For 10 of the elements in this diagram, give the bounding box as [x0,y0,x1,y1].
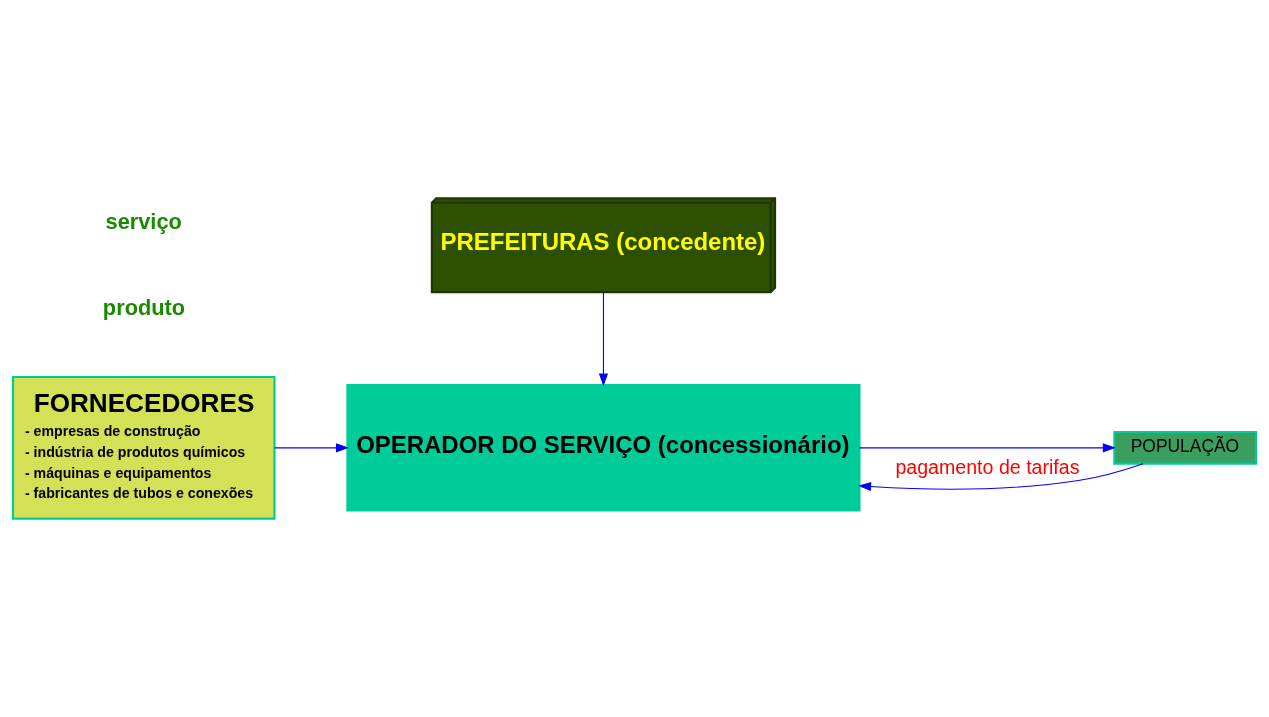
node-box: POPULAÇÃO [1113,430,1258,465]
arrow [859,443,1116,453]
label: produto [102,294,186,320]
arrow [598,291,609,387]
label: serviço [105,208,182,234]
arrow [274,443,350,453]
arrow [857,463,1144,492]
edge-label: pagamento de tarifas [895,456,1080,479]
node-box: FORNECEDORES - empresas de construção - indústria de produtos químicos - máquinas e equipamentos - fabricantes de tubos e conexões [11,375,276,520]
node-box: OPERADOR DO SERVIÇO (concessionário) [346,384,861,512]
